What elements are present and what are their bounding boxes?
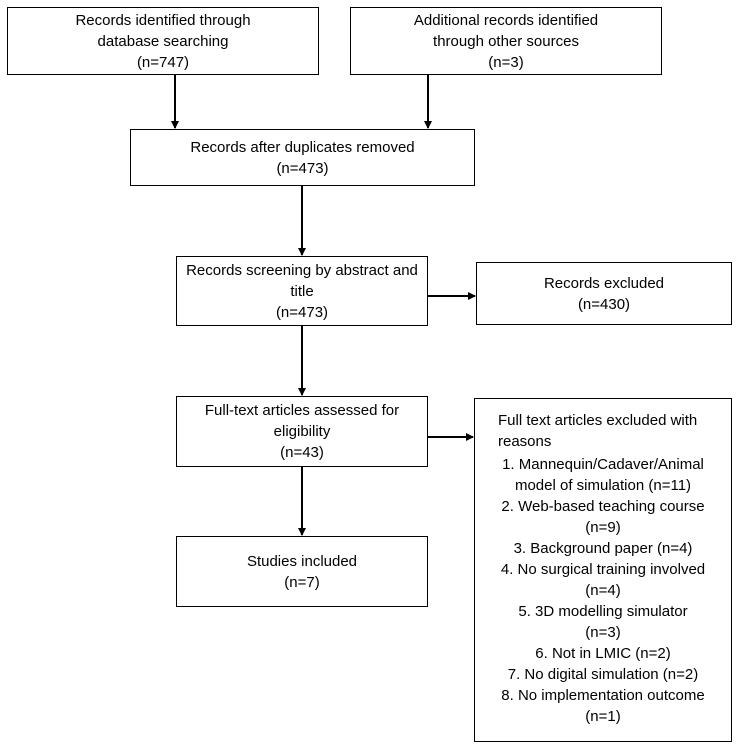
box-text-line: Records identified through: [75, 11, 251, 29]
box-count: (n=430): [577, 295, 631, 313]
records-identified-other-box: Additional records identified through ot…: [350, 7, 662, 75]
reason-line: (n=3): [585, 624, 621, 641]
box-text-line: Studies included: [246, 552, 358, 570]
reason-line: 1. Mannequin/Cadaver/Animal: [502, 456, 704, 473]
reason-line: 6. Not in LMIC (n=2): [535, 645, 671, 662]
box-text-line: through other sources: [433, 32, 579, 50]
exclusion-reason: 3. Background paper (n=4): [475, 538, 731, 559]
box-text-line: Records screening by abstract and: [186, 261, 418, 279]
box-count: (n=3): [488, 53, 524, 71]
box-text-line: database searching: [97, 32, 229, 50]
exclusion-reason: 8. No implementation outcome (n=1): [475, 685, 731, 727]
box-text-line: Full-text articles assessed for: [204, 402, 400, 419]
exclusion-reason: 2. Web-based teaching course (n=9): [475, 496, 731, 538]
box-text-line: Records after duplicates removed: [190, 138, 415, 156]
records-excluded-box: Records excluded (n=430): [476, 262, 732, 325]
reason-line: (n=1): [585, 708, 621, 725]
box-count: (n=473): [276, 159, 329, 177]
reason-line: model of simulation (n=11): [514, 477, 692, 494]
exclusion-reason: 4. No surgical training involved (n=4): [475, 559, 731, 601]
reason-line: 3. Background paper (n=4): [513, 540, 693, 557]
box-count: (n=747): [136, 53, 190, 71]
reason-line: (n=4): [585, 582, 621, 599]
exclusion-reasons-list: 1. Mannequin/Cadaver/Animal model of sim…: [475, 454, 731, 727]
exclusion-reason: 7. No digital simulation (n=2): [475, 664, 731, 685]
exclusion-reason: 6. Not in LMIC (n=2): [475, 643, 731, 664]
records-after-duplicates-box: Records after duplicates removed (n=473): [130, 129, 475, 186]
fulltext-assessed-box: Full-text articles assessed for eligibil…: [176, 396, 428, 467]
records-screening-box: Records screening by abstract and title …: [176, 256, 428, 326]
studies-included-box: Studies included (n=7): [176, 536, 428, 607]
box-text-line: title: [290, 282, 314, 300]
box-text-line: eligibility: [273, 423, 331, 440]
reason-line: 8. No implementation outcome: [501, 687, 705, 704]
box-count: (n=473): [275, 303, 329, 321]
box-count: (n=7): [284, 573, 320, 591]
exclusion-reason: 1. Mannequin/Cadaver/Animal model of sim…: [475, 454, 731, 496]
box-text-line: Additional records identified: [413, 11, 599, 29]
reason-line: 2. Web-based teaching course: [501, 498, 705, 515]
reason-line: 7. No digital simulation (n=2): [507, 666, 699, 683]
records-identified-database-box: Records identified through database sear…: [7, 7, 319, 75]
fulltext-excluded-box: Full text articles excluded with reasons…: [474, 398, 732, 742]
reason-line: (n=9): [585, 519, 621, 536]
reason-line: 4. No surgical training involved: [500, 561, 706, 578]
box-heading-line: Full text articles excluded with: [498, 412, 698, 429]
box-count: (n=43): [280, 444, 324, 461]
reason-line: 5. 3D modelling simulator: [518, 603, 688, 620]
box-heading-line: reasons: [498, 433, 552, 450]
box-text-line: Records excluded: [543, 274, 665, 292]
exclusion-reason: 5. 3D modelling simulator (n=3): [475, 601, 731, 643]
